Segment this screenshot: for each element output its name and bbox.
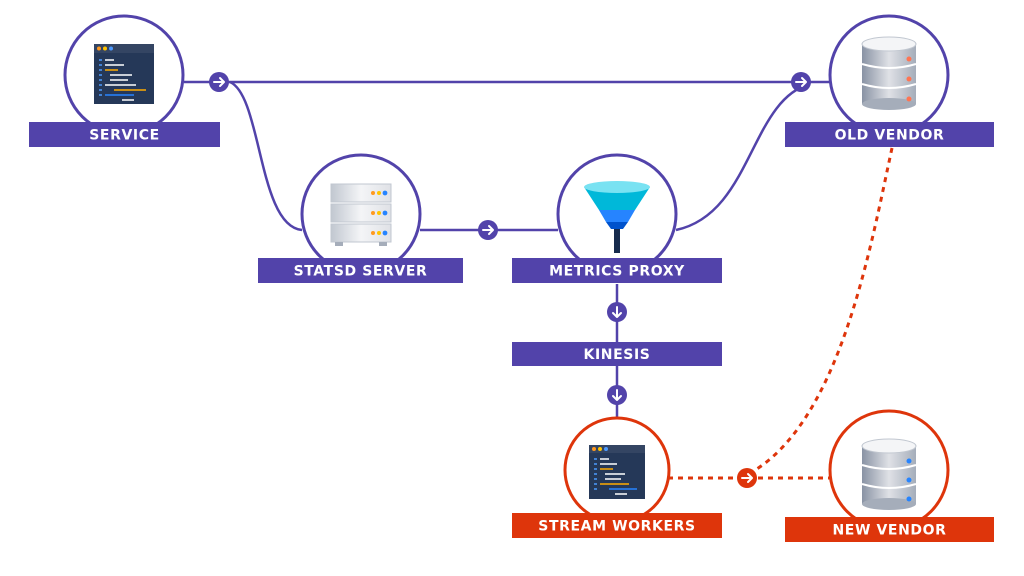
node-label-old-vendor: OLD VENDOR bbox=[835, 128, 945, 144]
database-icon bbox=[861, 36, 917, 110]
arrow-right-icon bbox=[791, 72, 811, 92]
arrow-down-icon bbox=[607, 302, 627, 322]
node-label-metrics-proxy: METRICS PROXY bbox=[549, 264, 685, 280]
arrow-down-icon bbox=[607, 385, 627, 405]
arrow-right-icon bbox=[478, 220, 498, 240]
node-label-stream-workers: STREAM WORKERS bbox=[538, 519, 695, 535]
node-stream-workers: STREAM WORKERS bbox=[512, 416, 722, 538]
node-old-vendor: OLD VENDOR bbox=[785, 14, 994, 147]
server-rack-icon bbox=[330, 183, 392, 246]
database-icon bbox=[861, 438, 917, 510]
code-window-icon bbox=[94, 44, 154, 104]
node-service: SERVICE bbox=[29, 14, 220, 147]
node-kinesis: KINESIS bbox=[512, 342, 722, 366]
node-label-service: SERVICE bbox=[89, 128, 160, 144]
arrow-right-icon bbox=[209, 72, 229, 92]
connectors bbox=[184, 80, 830, 424]
code-window-icon bbox=[589, 445, 645, 499]
connector-service-to-statsd bbox=[229, 80, 303, 232]
funnel-icon bbox=[584, 181, 650, 253]
node-label-statsd-server: STATSD SERVER bbox=[294, 264, 428, 280]
connector-proxy-to-old-vendor bbox=[675, 82, 811, 232]
node-label-kinesis: KINESIS bbox=[584, 347, 651, 363]
node-statsd-server: STATSD SERVER bbox=[258, 153, 463, 283]
node-new-vendor: NEW VENDOR bbox=[785, 409, 994, 542]
arrow-right-icon bbox=[737, 468, 757, 488]
node-metrics-proxy: METRICS PROXY bbox=[512, 153, 722, 283]
node-label-new-vendor: NEW VENDOR bbox=[832, 523, 946, 539]
